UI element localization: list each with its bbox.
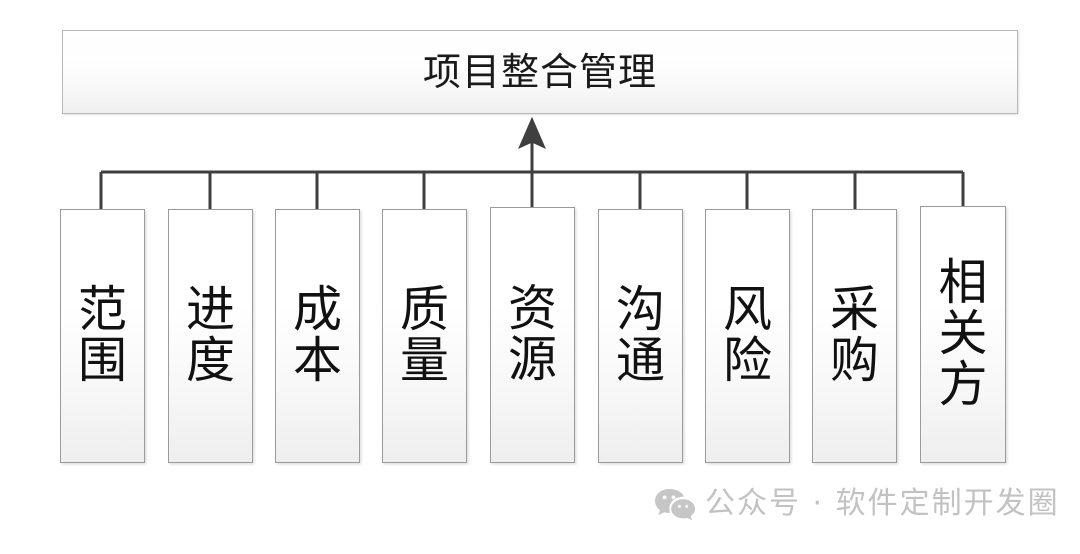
child-node-schedule[interactable]: 进 度	[168, 209, 253, 463]
child-node-label-schedule: 进 度	[185, 281, 235, 389]
label-char: 相	[938, 254, 988, 312]
child-node-resource[interactable]: 资 源	[490, 207, 575, 463]
child-node-label-procurement: 采 购	[829, 281, 879, 389]
child-node-stakeholder[interactable]: 相 关 方	[920, 206, 1006, 463]
root-node-project-integration-management[interactable]: 项目整合管理	[62, 30, 1018, 114]
label-char: 采	[829, 281, 879, 339]
child-node-procurement[interactable]: 采 购	[812, 209, 897, 463]
label-char: 源	[507, 331, 557, 388]
child-node-label-scope: 范 围	[77, 281, 127, 389]
root-node-label: 项目整合管理	[422, 50, 657, 94]
label-char: 围	[77, 332, 127, 389]
label-char: 购	[829, 332, 879, 389]
child-node-cost[interactable]: 成 本	[275, 209, 360, 463]
label-char: 进	[185, 281, 235, 339]
watermark: 公众号 · 软件定制开发圈	[655, 487, 1060, 521]
label-char: 资	[507, 280, 557, 338]
label-char: 成	[292, 281, 342, 339]
child-node-label-resource: 资 源	[507, 280, 557, 388]
label-char: 通	[615, 332, 665, 389]
child-node-communication[interactable]: 沟 通	[598, 209, 683, 463]
connector-arrow-head	[518, 116, 546, 150]
label-char: 沟	[615, 281, 665, 339]
child-node-quality[interactable]: 质 量	[382, 209, 467, 463]
watermark-text: 公众号 · 软件定制开发圈	[705, 486, 1060, 521]
label-char: 险	[722, 332, 772, 389]
child-node-risk[interactable]: 风 险	[705, 209, 790, 463]
label-char: 质	[399, 281, 449, 339]
child-node-label-cost: 成 本	[292, 281, 342, 389]
label-char: 量	[399, 332, 449, 389]
label-char: 关	[938, 305, 988, 363]
wechat-icon	[655, 489, 695, 521]
child-node-label-risk: 风 险	[722, 281, 772, 389]
child-node-label-stakeholder: 相 关 方	[938, 254, 988, 413]
label-char: 本	[292, 332, 342, 389]
child-node-label-quality: 质 量	[399, 281, 449, 389]
label-char: 风	[722, 281, 772, 339]
label-char: 方	[938, 355, 988, 413]
label-char: 范	[77, 281, 127, 339]
child-node-label-communication: 沟 通	[615, 281, 665, 389]
label-char: 度	[185, 332, 235, 389]
child-node-scope[interactable]: 范 围	[60, 209, 145, 463]
